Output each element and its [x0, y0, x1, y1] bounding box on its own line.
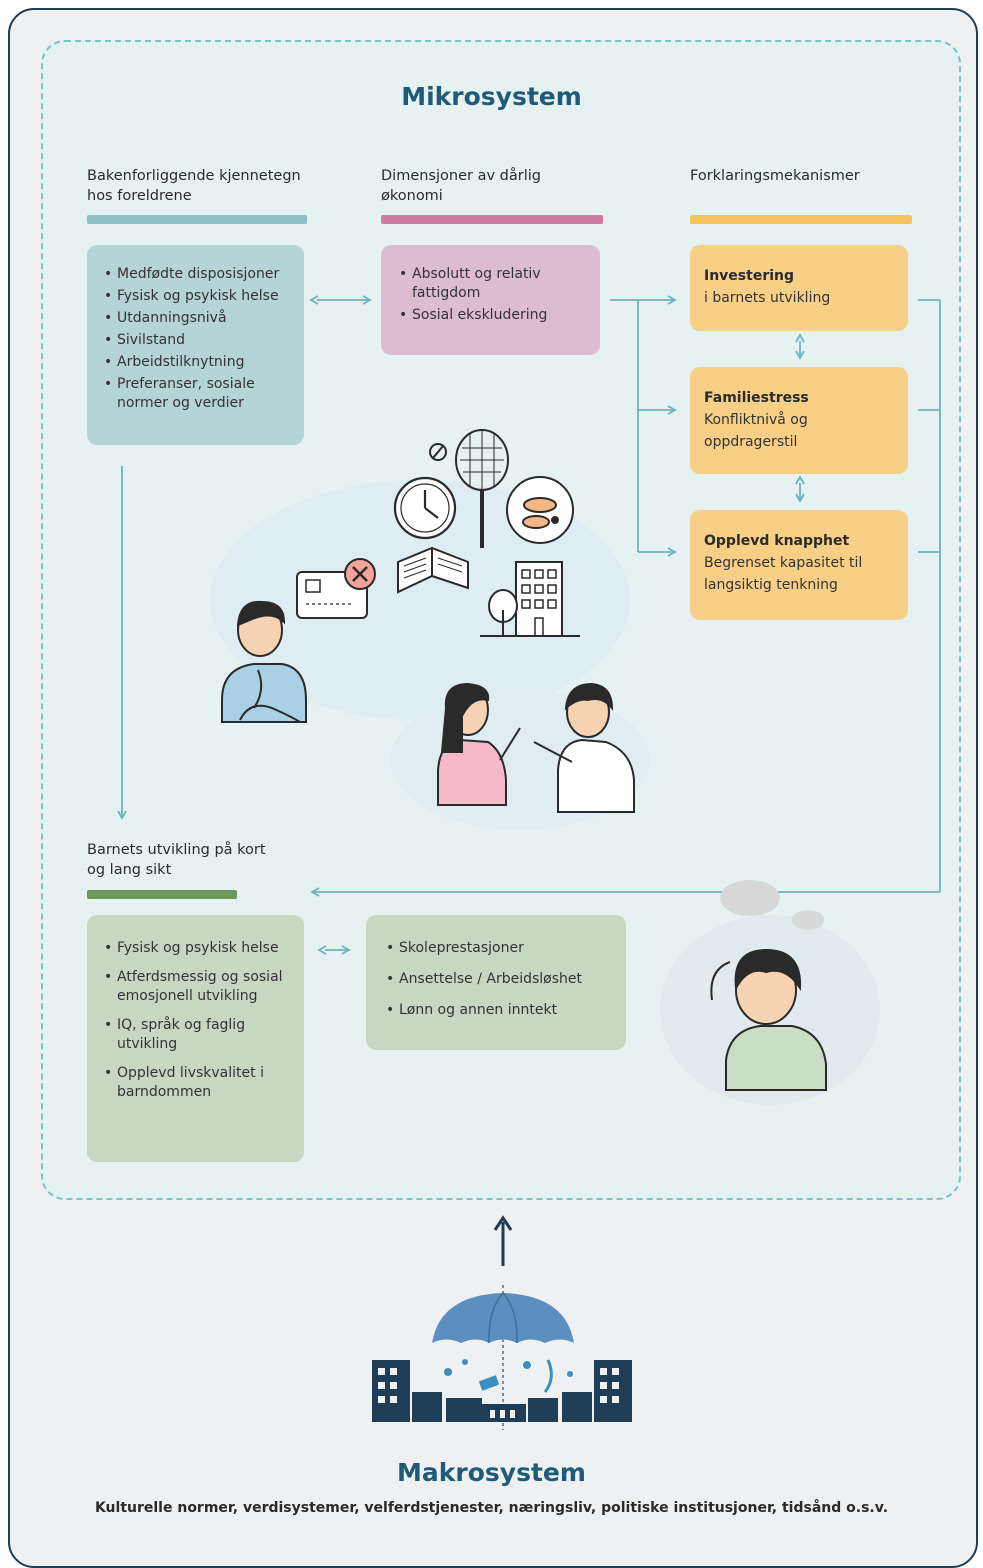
macrosystem-description: Kulturelle normer, verdisystemer, velfer…: [94, 1500, 889, 1516]
mechanism-title: Opplevd knapphet: [704, 533, 850, 549]
building-icon: [480, 561, 580, 637]
worried-child-illustration: [710, 880, 827, 1091]
list-item: IQ, språk og faglig utvikling: [104, 1016, 290, 1054]
macro-micro-arrowhead: [493, 1215, 513, 1231]
mechanism-desc: i barnets utvikling: [704, 290, 831, 306]
economy-box: Absolutt og relativ fattigdom Sosial eks…: [381, 245, 600, 355]
child-bar: [87, 890, 237, 899]
plate-icon: [506, 476, 574, 544]
list-item: Medfødte disposisjoner: [104, 265, 290, 284]
parents-heading: Bakenforliggende kjennetegn hos foreldre…: [87, 168, 301, 204]
child-short-term-box: Fysisk og psykisk helse Atferdsmessig og…: [87, 915, 304, 1162]
mechanism-title: Familiestress: [704, 390, 809, 406]
book-icon: [397, 546, 469, 594]
list-item: Ansettelse / Arbeidsløshet: [386, 970, 612, 989]
arguing-couple-illustration: [437, 682, 635, 813]
clock-icon: [393, 476, 457, 540]
list-item: Preferanser, sosiale normer og verdier: [104, 375, 290, 413]
tennis-racket-icon: [429, 429, 509, 548]
list-item: Utdanningsnivå: [104, 309, 290, 328]
economy-bar: [381, 215, 603, 224]
list-item: Atferdsmessig og sosial emosjonell utvik…: [104, 968, 290, 1006]
feedback-bracket: [310, 299, 941, 897]
mechanism-desc: Konfliktnivå og oppdragerstil: [704, 412, 808, 450]
tree-icon: [488, 589, 518, 636]
list-item: Fysisk og psykisk helse: [104, 939, 290, 958]
child-long-list: Skoleprestasjoner Ansettelse / Arbeidslø…: [386, 939, 612, 1020]
child-short-list: Fysisk og psykisk helse Atferdsmessig og…: [104, 939, 290, 1102]
mechanisms-heading: Forklaringsmekanismer: [690, 168, 860, 184]
parents-list: Medfødte disposisjoner Fysisk og psykisk…: [104, 265, 290, 413]
list-item: Sosial ekskludering: [399, 306, 586, 325]
umbrella-icon: [432, 1285, 574, 1430]
child-long-term-box: Skoleprestasjoner Ansettelse / Arbeidslø…: [366, 915, 626, 1050]
list-item: Opplevd livskvalitet i barndommen: [104, 1064, 290, 1102]
list-item: Skoleprestasjoner: [386, 939, 612, 958]
mechanisms-bar: [690, 215, 912, 224]
mechanism-familiestress: Familiestress Konfliktnivå og oppdragers…: [690, 367, 908, 474]
list-item: Sivilstand: [104, 331, 290, 350]
parents-bar: [87, 215, 307, 224]
economy-heading: Dimensjoner av dårlig økonomi: [381, 168, 541, 204]
economy-list: Absolutt og relativ fattigdom Sosial eks…: [399, 265, 586, 325]
thinking-man-illustration: [221, 600, 307, 723]
city-icon: [372, 1359, 632, 1422]
economy-mechanisms-arrows: [610, 295, 677, 557]
list-item: Fysisk og psykisk helse: [104, 287, 290, 306]
parents-box: Medfødte disposisjoner Fysisk og psykisk…: [87, 245, 304, 445]
list-item: Arbeidstilknytning: [104, 353, 290, 372]
child-heading: Barnets utvikling på kort og lang sikt: [87, 842, 266, 878]
mechanism-desc: Begrenset kapasitet til langsiktig tenkn…: [704, 555, 863, 593]
mechanism-opplevd-knapphet: Opplevd knapphet Begrenset kapasitet til…: [690, 510, 908, 620]
list-item: Absolutt og relativ fattigdom: [399, 265, 586, 303]
credit-card-icon: [296, 558, 376, 619]
mechanism-investering: Investering i barnets utvikling: [690, 245, 908, 331]
microsystem-title: Mikrosystem: [401, 82, 582, 111]
list-item: Lønn og annen inntekt: [386, 1001, 612, 1020]
mechanism-title: Investering: [704, 268, 795, 284]
macrosystem-title: Makrosystem: [397, 1458, 586, 1487]
